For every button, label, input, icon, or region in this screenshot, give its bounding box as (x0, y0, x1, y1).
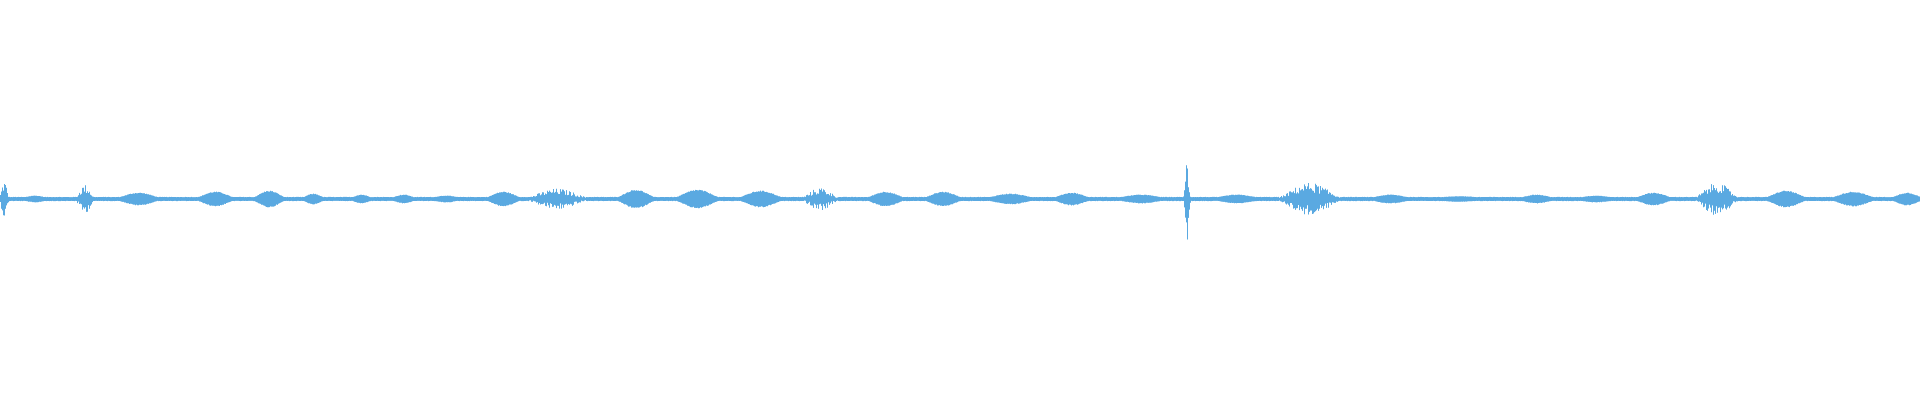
waveform-path (0, 165, 1920, 240)
waveform-bars (0, 165, 1920, 240)
